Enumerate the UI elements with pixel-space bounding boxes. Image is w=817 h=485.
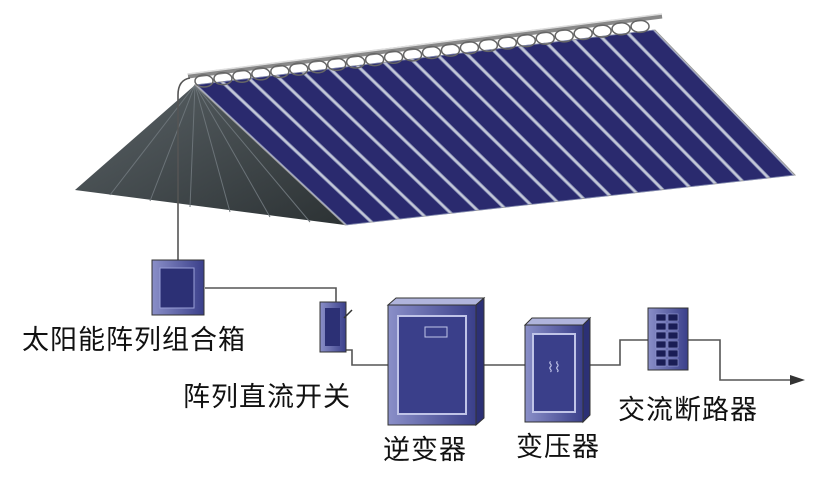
coil-loop xyxy=(251,67,271,81)
breaker-cell xyxy=(667,340,679,349)
ridge-coils xyxy=(194,19,650,88)
solar-panel xyxy=(250,75,424,220)
coil-loop xyxy=(535,31,555,45)
roof-side xyxy=(75,85,345,225)
dc-switch-label: 阵列直流开关 xyxy=(183,382,351,413)
roof-side-lines xyxy=(109,84,311,223)
coil-loop xyxy=(194,74,214,88)
coil-loop xyxy=(421,45,442,60)
inverter-label: 逆变器 xyxy=(383,435,467,466)
breaker-cell xyxy=(667,322,679,331)
coil-loop xyxy=(232,69,252,83)
solar-panel xyxy=(223,78,398,223)
breaker-cell xyxy=(655,313,667,322)
coil-loop xyxy=(289,62,309,76)
breaker-cell xyxy=(655,322,667,331)
dc-switch xyxy=(319,301,353,353)
solar-panel xyxy=(493,45,662,193)
breaker-cell xyxy=(667,358,679,367)
ac-breaker-label: 交流断路器 xyxy=(618,395,758,426)
coil-loop xyxy=(573,26,593,41)
svg-text:⌇⌇: ⌇⌇ xyxy=(547,360,561,376)
coil-loop xyxy=(478,38,499,53)
coil-loop xyxy=(402,48,423,62)
breaker-cell xyxy=(667,349,679,358)
solar-panel xyxy=(304,68,477,214)
coil-loop xyxy=(630,19,650,34)
coil-loop xyxy=(308,60,328,74)
combiner-box xyxy=(151,259,205,316)
combiner-box-label: 太阳能阵列组合箱 xyxy=(22,325,246,356)
breaker-cell xyxy=(655,358,667,367)
wiring xyxy=(177,77,795,381)
coil-loop xyxy=(364,52,385,67)
solar-panel xyxy=(574,36,742,185)
inverter xyxy=(386,296,486,427)
output-arrow xyxy=(790,375,805,385)
ac-breaker xyxy=(647,307,689,371)
coil-loop xyxy=(459,41,480,55)
solar-panel xyxy=(520,42,689,190)
coil-loop xyxy=(516,33,537,48)
solar-panel xyxy=(439,52,609,199)
coil-loop xyxy=(592,24,612,38)
breaker-cell xyxy=(655,340,667,349)
coil-loop xyxy=(345,55,366,69)
transformer: ⌇⌇ xyxy=(523,316,592,424)
breaker-cell xyxy=(655,331,667,340)
coil-loop xyxy=(383,50,404,64)
coil-loop xyxy=(611,22,631,36)
transformer-label: 变压器 xyxy=(516,432,600,463)
coil-loop xyxy=(270,64,290,79)
coil-loop xyxy=(497,36,518,50)
solar-panel xyxy=(547,39,715,187)
coil-loop xyxy=(440,43,461,57)
coil-loop xyxy=(213,71,233,86)
breaker-cell xyxy=(667,331,679,340)
solar-panels xyxy=(195,29,795,226)
breaker-cell xyxy=(655,349,667,358)
coil-loop xyxy=(326,57,347,72)
coil-loop xyxy=(554,29,574,43)
ridge-pipe xyxy=(187,13,663,79)
solar-panel xyxy=(412,55,583,202)
solar-panel xyxy=(358,62,530,208)
solar-panel xyxy=(331,65,503,211)
breaker-cell xyxy=(667,313,679,322)
